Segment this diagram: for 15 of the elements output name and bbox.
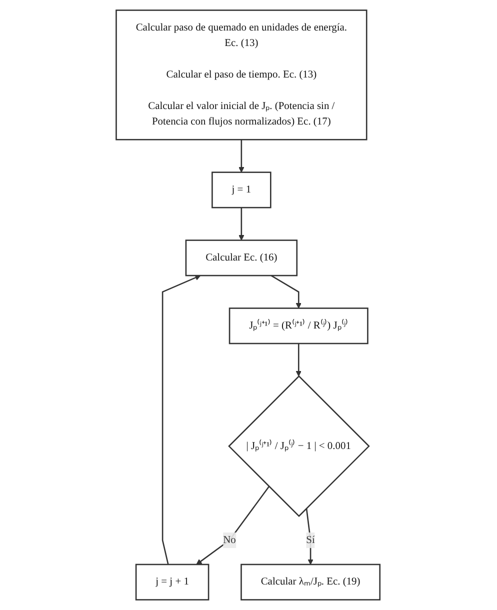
node-box: j = 1 <box>212 172 272 208</box>
arrow <box>271 274 302 308</box>
node-diamond: | Jₚ⁽ʲ⁺¹⁾ / Jₚ⁽ʲ⁾ − 1 | < 0.001 <box>228 375 370 518</box>
arrow <box>196 486 270 565</box>
node-box: Calcular Ec. (16) <box>186 240 298 276</box>
arrow <box>296 344 302 376</box>
arrow <box>239 140 245 173</box>
arrow <box>162 274 202 565</box>
node-box: Calcular paso de quemado en unidades de energía. Ec. (13) Calcular el paso de tiempo. Ec. (13) Calcular el valor inicial de Jₚ. (Potencia sin / Potencia con flujos normalizados) Ec. (17) <box>116 10 368 140</box>
node-box: Jₚ⁽ʲ⁺¹⁾ = (R⁽ʲ⁺¹⁾ / R⁽ʲ⁾) Jₚ⁽ʲ⁾ <box>229 308 369 344</box>
edge-label: No <box>224 534 236 546</box>
node-box: j = j + 1 <box>136 564 210 600</box>
arrow <box>239 208 245 241</box>
node-box: Calcular λₘ/Jₚ. Ec. (19) <box>241 564 381 600</box>
edge-label: Sí <box>306 534 316 546</box>
